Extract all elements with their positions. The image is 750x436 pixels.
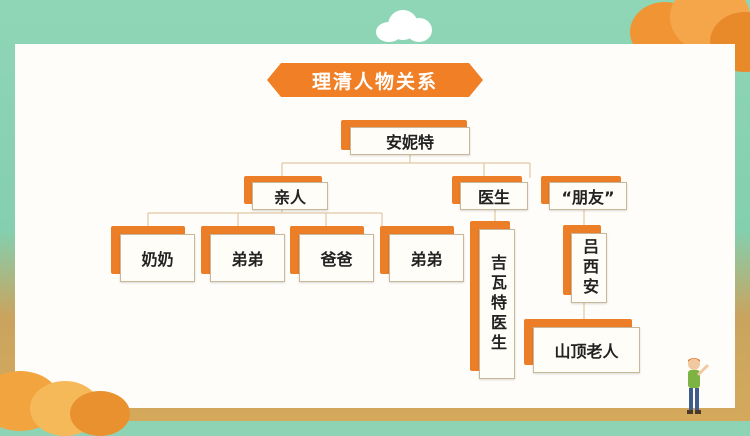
family-member-1: 奶奶: [111, 226, 195, 282]
friend-label: 吕西安: [571, 233, 607, 303]
child-figure-illustration: [687, 358, 709, 414]
family-member-3: 爸爸: [290, 226, 374, 282]
family-member-2: 弟弟: [201, 226, 285, 282]
family-member-label: 奶奶: [120, 234, 195, 282]
branch-doctor-label: 医生: [460, 182, 528, 210]
branch-friends-label: “朋友”: [549, 182, 627, 210]
friend-child-node: 山顶老人: [524, 319, 640, 373]
title-banner: [267, 63, 483, 97]
cloud-decoration: [372, 8, 436, 44]
doctor-node: 吉瓦特医生: [470, 221, 516, 379]
friend-node: 吕西安: [563, 225, 607, 303]
branch-friends: “朋友”: [541, 176, 627, 210]
family-member-4: 弟弟: [380, 226, 464, 282]
root-node: 安妮特: [341, 120, 473, 155]
doctor-label: 吉瓦特医生: [479, 229, 515, 379]
branch-doctor: 医生: [452, 176, 528, 210]
root-label: 安妮特: [350, 127, 470, 155]
branch-family: 亲人: [244, 176, 328, 210]
page-title: 理清人物关系: [311, 70, 438, 93]
family-member-label: 弟弟: [389, 234, 464, 282]
family-member-label: 爸爸: [299, 234, 374, 282]
branch-family-label: 亲人: [252, 182, 328, 210]
family-member-label: 弟弟: [210, 234, 285, 282]
friend-child-label: 山顶老人: [533, 327, 640, 373]
